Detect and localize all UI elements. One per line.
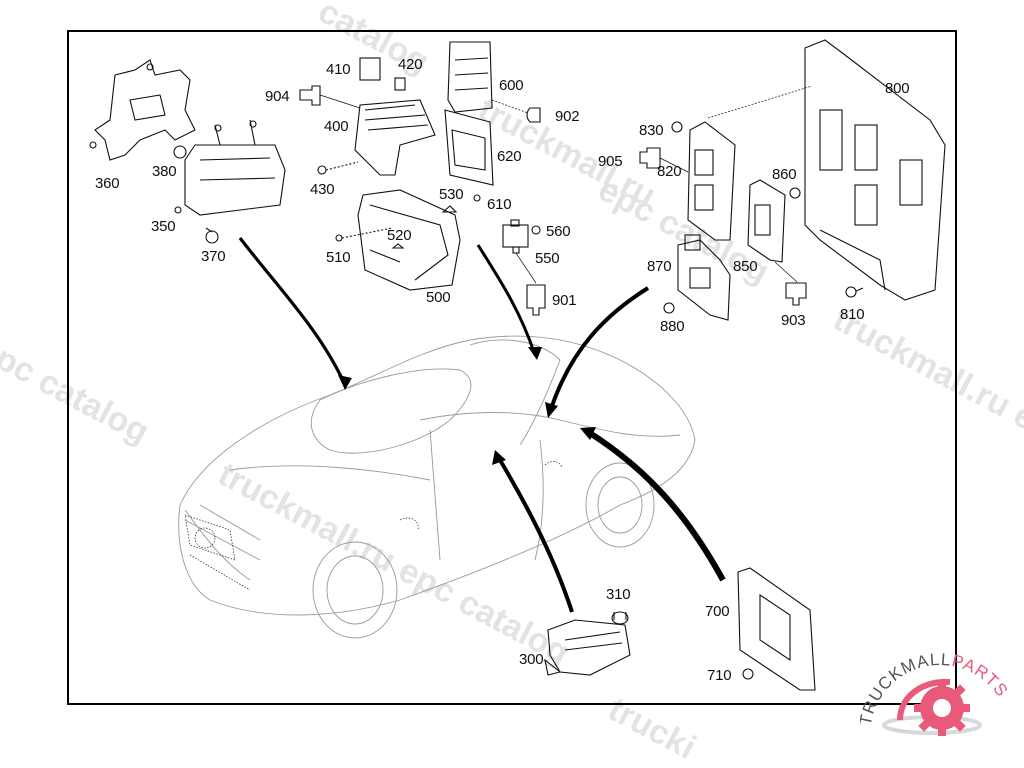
callout-904: 904	[265, 88, 290, 105]
gear-icon	[882, 678, 982, 736]
part-520-nut	[391, 243, 405, 249]
callout-520: 520	[387, 227, 412, 244]
callout-410: 410	[326, 61, 351, 78]
callout-870: 870	[647, 258, 672, 275]
callout-903: 903	[781, 312, 806, 329]
part-310-nut	[611, 611, 629, 625]
callout-420: 420	[398, 56, 423, 73]
callout-610: 610	[487, 196, 512, 213]
part-600-module	[447, 41, 493, 113]
callout-310: 310	[606, 586, 631, 603]
leader-line	[707, 85, 813, 119]
part-830-nut	[671, 121, 683, 133]
part-510-screw	[335, 227, 393, 242]
callout-430: 430	[310, 181, 335, 198]
callout-902: 902	[555, 108, 580, 125]
callout-905: 905	[598, 153, 623, 170]
part-380-nut	[173, 145, 187, 159]
callout-860: 860	[772, 166, 797, 183]
part-860-nut	[789, 187, 801, 199]
callout-350: 350	[151, 218, 176, 235]
arrows	[238, 237, 726, 613]
part-870-module	[677, 234, 731, 321]
callout-710: 710	[707, 667, 732, 684]
vehicle-grille	[184, 461, 563, 591]
part-360-bracket	[89, 59, 196, 161]
leader-line	[659, 157, 689, 173]
callout-560: 560	[546, 223, 571, 240]
part-350-control-unit	[174, 119, 286, 216]
callout-360: 360	[95, 175, 120, 192]
part-370-bolt	[205, 227, 219, 244]
part-400-fuse-box	[354, 99, 436, 176]
leader-line	[515, 252, 537, 284]
callout-510: 510	[326, 249, 351, 266]
part-560-nut	[531, 225, 541, 235]
callout-380: 380	[152, 163, 177, 180]
truckmallparts-logo: TRUCKMALLPARTS	[860, 650, 1011, 736]
part-610-clip	[473, 194, 481, 202]
part-500-bracket	[357, 189, 461, 291]
part-904-connector	[299, 85, 321, 106]
part-902-connector	[526, 107, 541, 123]
part-850-module	[747, 179, 786, 263]
leader-line	[491, 99, 529, 114]
leader-line	[774, 261, 798, 283]
callout-901: 901	[552, 292, 577, 309]
arrow-heads	[338, 347, 596, 465]
callout-530: 530	[439, 186, 464, 203]
part-820-control-unit	[687, 121, 736, 241]
part-550-sensor	[502, 219, 529, 254]
callout-300: 300	[519, 651, 544, 668]
part-710-nut	[742, 668, 754, 680]
part-905-connector	[639, 147, 661, 169]
part-901-connector	[526, 284, 546, 316]
exploded-view-drawing	[89, 39, 946, 691]
part-903-connector	[785, 282, 807, 306]
vehicle-outline	[178, 335, 696, 639]
callout-850: 850	[733, 258, 758, 275]
part-530-nut	[441, 205, 458, 213]
callout-600: 600	[499, 77, 524, 94]
callout-880: 880	[660, 318, 685, 335]
callout-810: 810	[840, 306, 865, 323]
part-420-fuse	[394, 77, 406, 91]
part-430-bolt	[317, 161, 359, 175]
diagram-frame	[67, 30, 957, 705]
leader-line	[319, 94, 361, 109]
part-800-mounting-plate	[804, 39, 946, 301]
callout-370: 370	[201, 248, 226, 265]
callout-820: 820	[657, 163, 682, 180]
callout-830: 830	[639, 122, 664, 139]
callout-400: 400	[324, 118, 349, 135]
part-810-screw	[845, 286, 864, 298]
part-410-relay	[359, 57, 381, 81]
part-300-fuse-module	[544, 619, 631, 676]
callout-500: 500	[426, 289, 451, 306]
callout-550: 550	[535, 250, 560, 267]
part-880-bolt	[663, 302, 675, 314]
part-700-control-unit	[737, 567, 816, 691]
part-620-holder	[444, 109, 494, 186]
callout-700: 700	[705, 603, 730, 620]
callout-800: 800	[885, 80, 910, 97]
callout-620: 620	[497, 148, 522, 165]
